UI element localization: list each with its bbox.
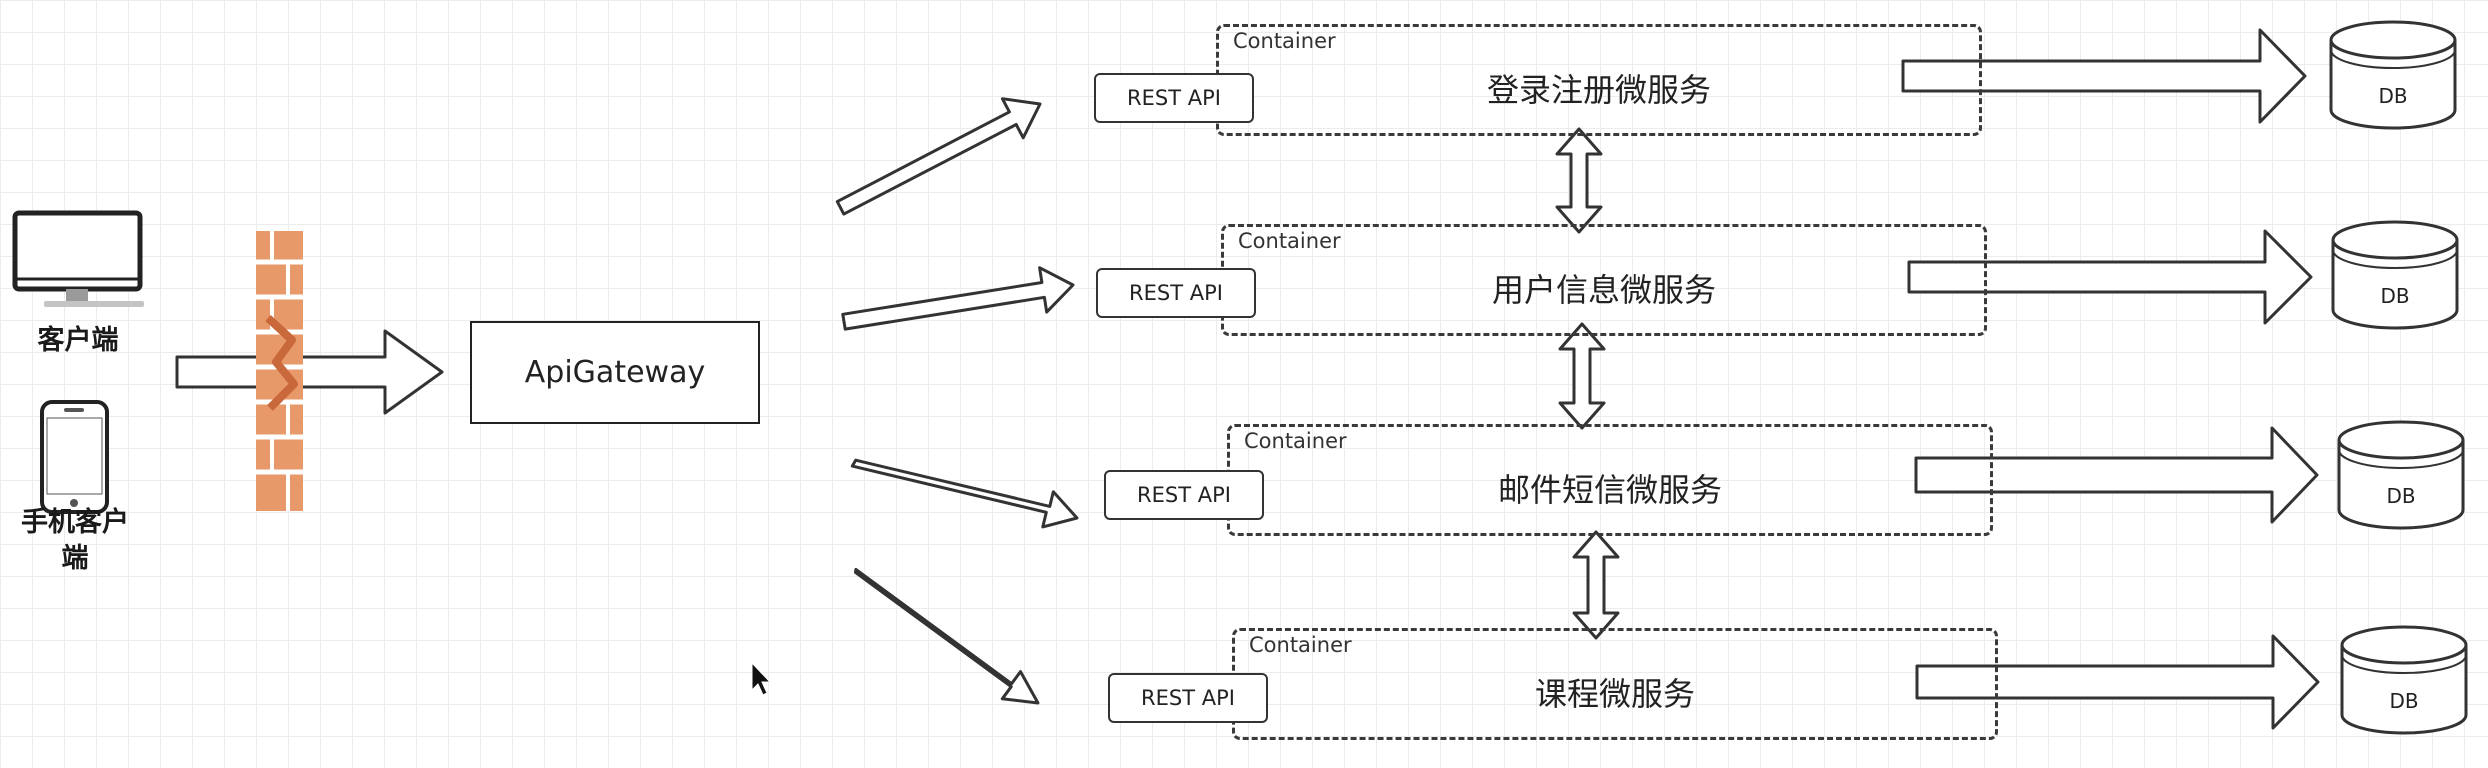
user-db-arrow bbox=[1907, 229, 2313, 325]
service-container-login: Container 登录注册微服务 bbox=[1216, 24, 1982, 136]
service-container-course: Container 课程微服务 bbox=[1232, 628, 1998, 740]
api-gateway-box: ApiGateway bbox=[470, 321, 760, 424]
smartphone-icon bbox=[40, 400, 109, 514]
database-icon bbox=[2337, 420, 2465, 530]
database-icon bbox=[2340, 625, 2468, 735]
service-name: 邮件短信微服务 bbox=[1497, 471, 1722, 509]
desktop-client-label: 客户端 bbox=[37, 325, 119, 356]
container-tag: Container bbox=[1233, 29, 1336, 53]
mail-db-arrow bbox=[1914, 426, 2319, 524]
database-icon bbox=[2331, 220, 2459, 330]
gateway-to-course-arrow bbox=[854, 567, 1040, 705]
rest-api-box-login: REST API bbox=[1094, 73, 1254, 123]
mail-course-connector bbox=[1572, 530, 1620, 640]
mobile-client-label-line2: 端 bbox=[61, 543, 89, 574]
gateway-to-mail-arrow bbox=[850, 458, 1079, 529]
service-container-mail: Container 邮件短信微服务 bbox=[1227, 424, 1993, 536]
desktop-monitor-icon bbox=[12, 210, 144, 307]
database-icon bbox=[2329, 20, 2457, 130]
db-label: DB bbox=[2386, 484, 2416, 508]
container-tag: Container bbox=[1244, 429, 1347, 453]
rest-api-box-user: REST API bbox=[1096, 268, 1256, 318]
service-container-user: Container 用户信息微服务 bbox=[1221, 224, 1987, 336]
login-db-arrow bbox=[1901, 28, 2307, 124]
service-name: 用户信息微服务 bbox=[1491, 271, 1716, 309]
gateway-to-user-arrow bbox=[841, 266, 1075, 331]
mobile-client-label-line1: 手机客户 bbox=[21, 507, 129, 538]
mouse-cursor-icon bbox=[751, 661, 772, 696]
db-label: DB bbox=[2378, 84, 2408, 108]
service-name: 课程微服务 bbox=[1534, 675, 1695, 713]
service-name: 登录注册微服务 bbox=[1486, 71, 1711, 109]
firewall-icon bbox=[256, 231, 303, 511]
container-tag: Container bbox=[1249, 633, 1352, 657]
rest-api-box-course: REST API bbox=[1108, 673, 1268, 723]
course-db-arrow bbox=[1915, 634, 2320, 730]
db-label: DB bbox=[2380, 284, 2410, 308]
client-to-gateway-arrow bbox=[175, 329, 444, 415]
login-user-connector bbox=[1555, 127, 1603, 234]
gateway-to-login-arrow bbox=[835, 97, 1042, 216]
rest-api-box-mail: REST API bbox=[1104, 470, 1264, 520]
user-mail-connector bbox=[1558, 322, 1606, 430]
container-tag: Container bbox=[1238, 229, 1341, 253]
api-gateway-label: ApiGateway bbox=[524, 355, 706, 390]
db-label: DB bbox=[2389, 689, 2419, 713]
